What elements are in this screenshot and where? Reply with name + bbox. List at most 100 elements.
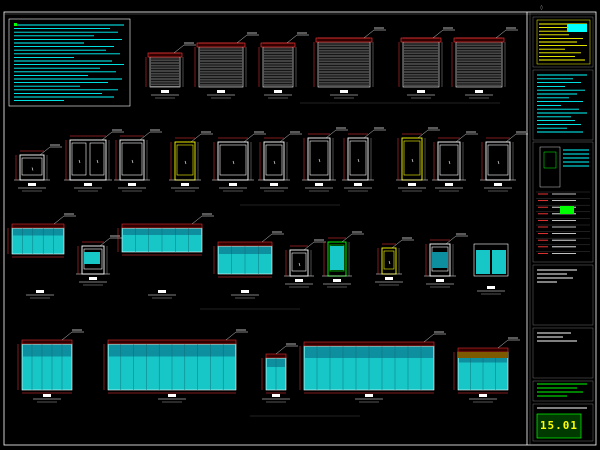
title-block-text bbox=[537, 269, 587, 409]
leader-line bbox=[341, 233, 353, 243]
leader-line bbox=[391, 239, 403, 249]
door-leaf bbox=[349, 140, 367, 176]
elevation-tag bbox=[408, 183, 416, 186]
leader-line bbox=[236, 34, 248, 44]
leader-line bbox=[417, 129, 429, 139]
door-leaf bbox=[439, 144, 459, 176]
sheet-number-box bbox=[536, 413, 582, 439]
door-leaf bbox=[403, 140, 421, 176]
door-handle bbox=[273, 160, 276, 165]
leader-line bbox=[445, 235, 457, 245]
door-leaf bbox=[219, 144, 247, 176]
elevation-tag bbox=[295, 279, 303, 282]
glass-head bbox=[11, 223, 65, 229]
elevation-tag bbox=[168, 394, 176, 397]
storefront-fascia bbox=[458, 352, 508, 358]
elevation-tag bbox=[28, 183, 36, 186]
glass-head bbox=[121, 223, 203, 229]
leader-line bbox=[99, 237, 111, 247]
elevation-tag bbox=[217, 90, 225, 93]
window-glass bbox=[492, 250, 506, 274]
elevation-tag bbox=[417, 90, 425, 93]
elevation-tag bbox=[43, 394, 51, 397]
glass-head bbox=[457, 347, 509, 353]
glass-head bbox=[265, 353, 287, 359]
key-plan-door bbox=[543, 151, 557, 169]
leader-line bbox=[101, 131, 113, 141]
shutter-head bbox=[315, 37, 373, 43]
leader-line bbox=[243, 133, 255, 143]
elevation-row-1 bbox=[145, 27, 518, 104]
elevation-tag bbox=[445, 183, 453, 186]
leader-line bbox=[53, 215, 65, 225]
leader-line bbox=[286, 34, 298, 44]
title-block bbox=[532, 16, 594, 442]
door-handle bbox=[448, 160, 451, 165]
glass-head bbox=[303, 341, 435, 347]
shutter-head bbox=[196, 42, 246, 48]
project-info-text bbox=[536, 19, 591, 65]
leader-line bbox=[39, 146, 51, 156]
door-handle bbox=[388, 260, 391, 265]
door-handle bbox=[411, 158, 414, 163]
glass-head bbox=[107, 339, 237, 345]
leader-line bbox=[505, 133, 517, 143]
leader-line bbox=[423, 333, 435, 343]
leader-line bbox=[173, 44, 185, 54]
leader-line bbox=[279, 133, 291, 143]
elevation-tag bbox=[333, 279, 341, 282]
shutter-head bbox=[260, 42, 296, 48]
door-handle bbox=[96, 159, 99, 164]
elevation-tag bbox=[436, 279, 444, 282]
door-handle bbox=[131, 159, 134, 164]
glass-head bbox=[21, 339, 73, 345]
elevation-tag bbox=[158, 290, 166, 293]
door-handle bbox=[78, 159, 81, 164]
door-leaf bbox=[383, 250, 395, 270]
leader-line bbox=[191, 215, 203, 225]
glass-shade bbox=[23, 345, 71, 357]
elevation-tag bbox=[365, 394, 373, 397]
shutter-frame bbox=[317, 41, 371, 88]
door-leaf bbox=[265, 144, 283, 176]
sheet-number: 15.01 bbox=[539, 419, 579, 432]
shutter-head bbox=[400, 37, 442, 43]
door-glass bbox=[84, 252, 100, 264]
glass-head bbox=[217, 241, 273, 247]
elevation-tag bbox=[340, 90, 348, 93]
elevation-tag bbox=[270, 183, 278, 186]
note-marker bbox=[14, 23, 17, 26]
elevation-tag bbox=[479, 394, 487, 397]
door-handle bbox=[232, 160, 235, 165]
elevation-tag bbox=[475, 90, 483, 93]
door-leaf bbox=[291, 252, 307, 272]
door-frame bbox=[69, 139, 107, 181]
door-leaf bbox=[487, 144, 509, 176]
elevation-tag bbox=[354, 183, 362, 186]
leader-line bbox=[275, 345, 287, 355]
door-handle bbox=[184, 160, 187, 165]
stamp-block bbox=[560, 206, 574, 214]
elevation-tag bbox=[128, 183, 136, 186]
key-plan bbox=[536, 146, 590, 254]
door-leaf bbox=[121, 142, 143, 176]
door-handle bbox=[357, 158, 360, 163]
elevation-tag bbox=[272, 394, 280, 397]
logo-box bbox=[567, 24, 587, 32]
elevation-tag bbox=[315, 183, 323, 186]
door-handle bbox=[298, 262, 301, 267]
elevation-tag bbox=[241, 290, 249, 293]
leader-line bbox=[497, 339, 509, 349]
elevation-tag bbox=[181, 183, 189, 186]
door-leaf bbox=[89, 142, 105, 176]
elevation-tag bbox=[84, 183, 92, 186]
leader-line bbox=[225, 331, 237, 341]
leader-line bbox=[190, 133, 202, 143]
glass-shade bbox=[13, 229, 63, 236]
elevation-row-2 bbox=[14, 127, 528, 206]
door-leaf bbox=[309, 140, 329, 176]
window-glass bbox=[476, 250, 490, 274]
elevation-tag bbox=[274, 90, 282, 93]
revision-text bbox=[537, 74, 587, 133]
leader-line bbox=[363, 129, 375, 139]
